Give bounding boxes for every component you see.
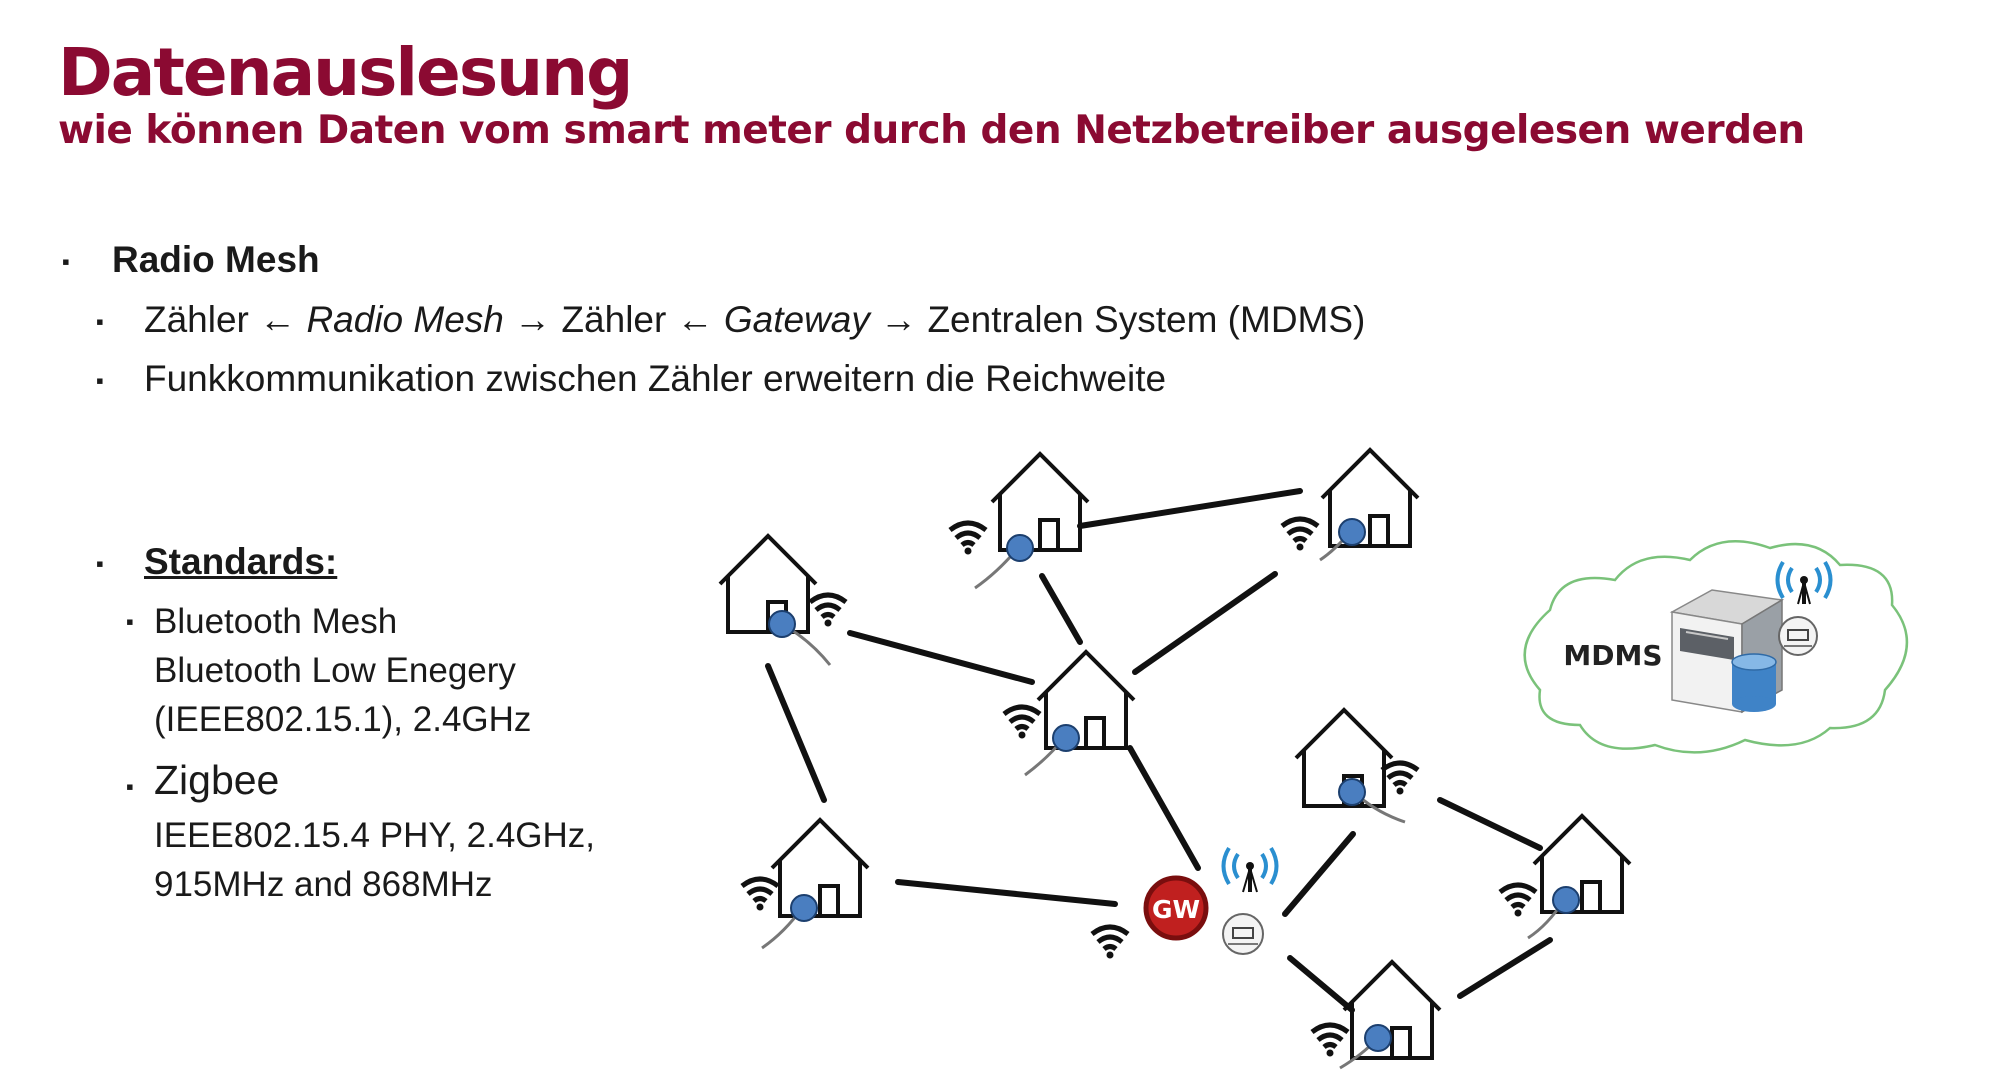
- bullet-radio-mesh-label: Radio Mesh: [112, 239, 320, 280]
- wifi-icon: [950, 523, 986, 555]
- link: [847, 630, 1035, 685]
- link: [1132, 571, 1278, 675]
- flow-text: Zähler ← Radio Mesh → Zähler ← Gateway →…: [144, 298, 1365, 342]
- bullet-marker: ▪: [62, 249, 70, 274]
- wifi-icon: [1282, 519, 1318, 551]
- bullet-marker: ▪: [126, 774, 134, 799]
- house-center: [1004, 650, 1136, 777]
- page-title: Datenauslesung: [58, 34, 633, 111]
- page-subtitle: wie können Daten vom smart meter durch d…: [58, 108, 1805, 153]
- arrow-right-icon: →: [880, 299, 918, 340]
- flow-part-2: Radio Mesh: [306, 299, 504, 340]
- database-icon: [1731, 653, 1777, 712]
- bullet-marker: ▪: [96, 551, 104, 576]
- meter-node: [1552, 886, 1580, 914]
- link: [765, 663, 827, 803]
- mdms-label: MDMS: [1563, 639, 1662, 672]
- flow-part-4: Gateway: [723, 299, 870, 340]
- wifi-icon: [1382, 763, 1418, 795]
- zigbee-line-2: 915MHz and 868MHz: [154, 865, 493, 904]
- house-bottom-left: [742, 818, 870, 950]
- gateway-node: [1143, 875, 1209, 941]
- standards-heading: Standards:: [144, 541, 338, 582]
- bullet-funk-label: Funkkommunikation zwischen Zähler erweit…: [144, 358, 1167, 399]
- meter-device-icon: [1778, 616, 1818, 656]
- flow-part-3: Zähler: [551, 299, 677, 340]
- house-top-right: [1282, 448, 1420, 562]
- arrow-right-icon: →: [514, 299, 552, 340]
- house-left: [718, 534, 846, 666]
- wifi-icon: [810, 595, 846, 627]
- house-top-center: [950, 452, 1090, 590]
- bluetooth-line-2: Bluetooth Low Enegery: [154, 651, 516, 690]
- gateway-label: GW: [1152, 895, 1200, 924]
- flow-part-1: Zähler: [144, 299, 260, 340]
- bluetooth-line-3: (IEEE802.15.1), 2.4GHz: [154, 700, 532, 739]
- house-bottom-right: [1312, 960, 1442, 1070]
- mdms-cloud: MDMS: [1523, 540, 1909, 754]
- house-far-right: [1500, 814, 1632, 940]
- wifi-icon: [1312, 1025, 1348, 1057]
- flow-part-5: Zentralen System (MDMS): [917, 299, 1366, 340]
- meter-device-icon: [1222, 913, 1264, 955]
- link: [1127, 745, 1201, 871]
- mesh-links: [765, 488, 1553, 1013]
- meter-node: [1338, 518, 1366, 546]
- link: [1077, 488, 1303, 529]
- zigbee-line-1: IEEE802.15.4 PHY, 2.4GHz,: [154, 816, 596, 855]
- wifi-icon: [1004, 707, 1040, 739]
- antenna-icon: [1775, 560, 1833, 605]
- wifi-icon: [1092, 927, 1128, 959]
- meter-node: [1364, 1024, 1392, 1052]
- meter-node: [768, 610, 796, 638]
- wifi-icon: [742, 879, 778, 911]
- meter-node: [1338, 778, 1366, 806]
- link: [1457, 937, 1553, 999]
- link: [1039, 573, 1083, 645]
- meter-node: [1052, 724, 1080, 752]
- bluetooth-line-1: Bluetooth Mesh: [154, 602, 398, 641]
- bullet-marker: ▪: [126, 609, 134, 634]
- house-mid-right: [1294, 708, 1418, 824]
- wifi-icon: [1500, 885, 1536, 917]
- link: [1437, 797, 1543, 851]
- link: [1282, 831, 1356, 917]
- gateway: GW: [1092, 846, 1279, 959]
- meter-node: [1006, 534, 1034, 562]
- zigbee-title: Zigbee: [154, 757, 280, 803]
- bullet-marker: ▪: [96, 309, 104, 334]
- arrow-left-icon: ←: [259, 299, 297, 340]
- antenna-icon: [1221, 846, 1279, 893]
- link: [1287, 955, 1355, 1013]
- bullet-marker: ▪: [96, 368, 104, 393]
- meter-node: [790, 894, 818, 922]
- link: [895, 879, 1118, 907]
- arrow-left-icon: ←: [676, 299, 714, 340]
